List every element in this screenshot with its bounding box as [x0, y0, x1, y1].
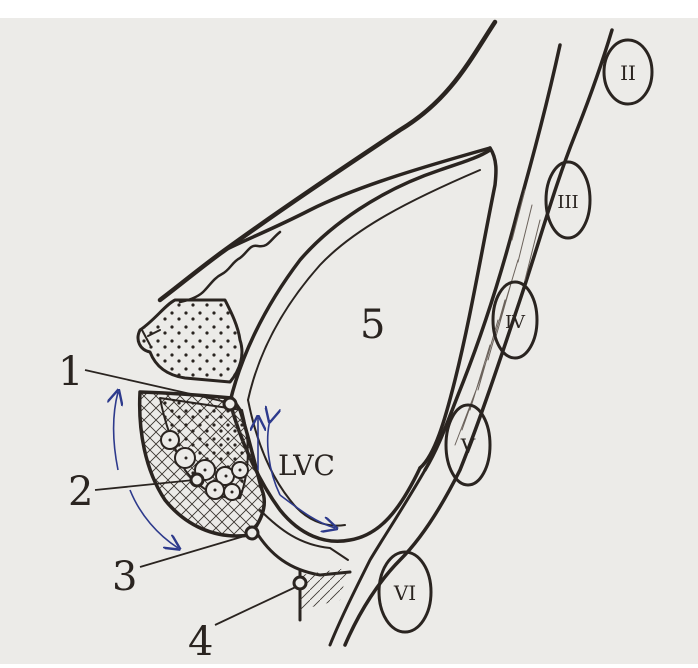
marker-2	[191, 474, 203, 486]
marker-4	[294, 577, 306, 589]
cropped-header	[0, 0, 698, 18]
marker-1	[224, 398, 236, 410]
label-vi: VI	[393, 581, 416, 605]
label-3: 3	[112, 554, 137, 600]
label-5: 5	[360, 302, 385, 348]
marker-3	[246, 527, 258, 539]
label-lvc: LVC	[278, 449, 335, 482]
label-ii: II	[620, 61, 636, 85]
label-iv: IV	[505, 312, 526, 333]
label-iii: III	[557, 192, 578, 213]
label-1: 1	[58, 349, 83, 395]
paper-background	[0, 18, 698, 664]
label-v: V	[460, 434, 476, 458]
label-2: 2	[68, 469, 93, 515]
label-4: 4	[188, 619, 213, 664]
